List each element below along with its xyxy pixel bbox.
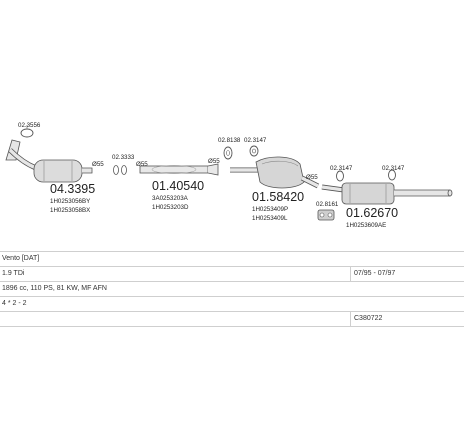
centre-silencer	[230, 156, 320, 189]
clamp-icon	[249, 145, 259, 157]
clamp-icon	[336, 170, 344, 182]
part2-gasket-ref: 02.3333	[112, 154, 135, 161]
part1-ref-1: 1H0253056BY	[50, 198, 90, 205]
part2-ref-2: 1H0253203D	[152, 204, 189, 211]
info-row-spec: 1896 cc, 110 PS, 81 KW, MF AFN	[0, 281, 464, 296]
part4-clamp-a-ref: 02.3147	[330, 165, 353, 172]
clamp-icon	[388, 169, 396, 181]
info-row-engine: 1.9 TDi 07/95 - 07/97	[0, 266, 464, 281]
part2-ref-1: 3A0253203A	[152, 195, 189, 202]
clamp-icon	[223, 146, 233, 160]
part2-size-right: Ø55	[208, 158, 220, 165]
part2-size-left: Ø55	[136, 161, 148, 168]
catalog-code: C380722	[354, 315, 383, 322]
part4-clamp-b-ref: 02.3147	[382, 165, 405, 172]
part4-hanger-ref: 02.8161	[316, 201, 339, 208]
gasket-icon	[113, 165, 127, 175]
intermediate-pipe	[139, 163, 219, 176]
engine-label: 1.9 TDi	[2, 270, 25, 277]
rubber-hanger-icon	[317, 209, 335, 221]
part3-ref-1: 1H0253409P	[252, 206, 288, 213]
part3-number: 01.58420	[252, 190, 304, 204]
part1-clamp-ref: 02.3556	[18, 122, 41, 129]
info-row-model: Vento [DAT]	[0, 251, 464, 266]
engine-dates: 07/95 - 07/97	[354, 270, 396, 277]
part3-size: Ø55	[306, 174, 318, 181]
drive-label: 4 * 2 - 2	[2, 300, 27, 307]
part3-clamp-a-ref: 02.8138	[218, 137, 241, 144]
part1-number: 04.3395	[50, 182, 95, 196]
part1-ref-2: 1H0253058BX	[50, 207, 90, 214]
part3-ref-2: 1H0253409L	[252, 215, 288, 222]
exhaust-system-diagram: 02.3556 Ø55 04.3395 1H0253056BY 1H025305…	[5, 122, 453, 229]
part2-number: 01.40540	[152, 179, 204, 193]
engine-spec: 1896 cc, 110 PS, 81 KW, MF AFN	[2, 285, 107, 292]
info-row-drive: 4 * 2 - 2	[0, 296, 464, 311]
rear-silencer	[321, 182, 453, 205]
part4-ref-1: 1H0253609AE	[346, 222, 386, 229]
model-label: Vento [DAT]	[2, 255, 40, 262]
catalytic-converter-assembly	[5, 139, 93, 183]
part4-number: 01.62670	[346, 206, 398, 220]
part3-clamp-b-ref: 02.3147	[244, 137, 267, 144]
info-row-code: C380722	[0, 311, 464, 326]
part1-size: Ø55	[92, 161, 104, 168]
